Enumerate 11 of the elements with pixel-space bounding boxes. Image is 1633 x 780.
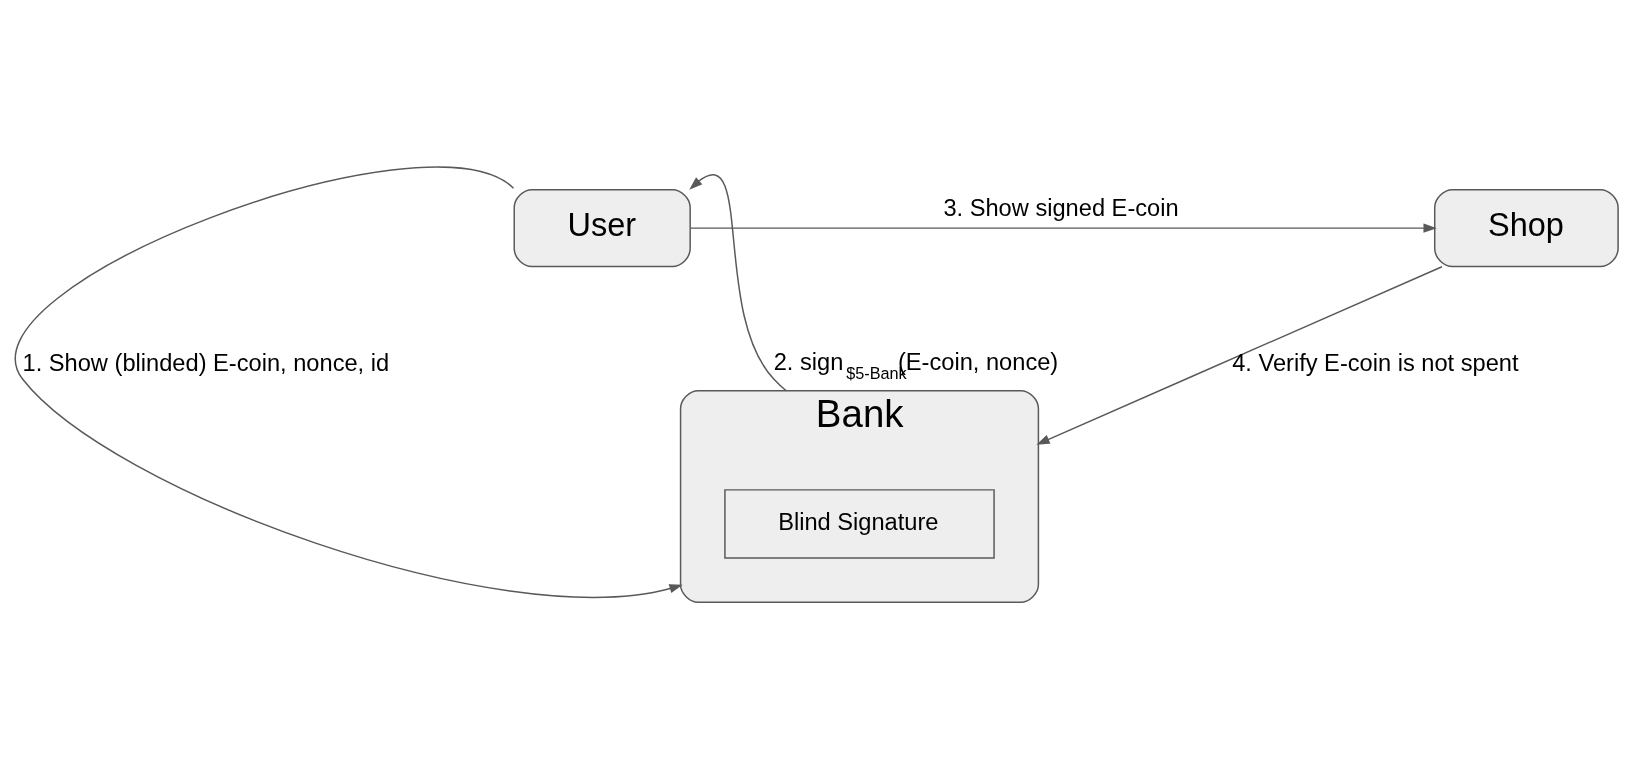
arrow — [689, 173, 787, 392]
node-box: Shop — [1434, 188, 1619, 267]
arrow — [14, 165, 683, 597]
edge-label: 3. Show signed E-coin — [943, 194, 1179, 221]
edge-label: 2. sign$_{$5-Bank}$(E-coin, nonce) — [773, 348, 1059, 382]
arrow — [689, 222, 1437, 233]
arrow — [1036, 265, 1443, 445]
node-box: User — [513, 188, 691, 267]
node-box: Blind Signature — [724, 488, 995, 559]
edge-label: 4. Verify E-coin is not spent — [1232, 349, 1519, 376]
edge-label: 1. Show (blinded) E-coin, nonce, id — [22, 349, 390, 376]
